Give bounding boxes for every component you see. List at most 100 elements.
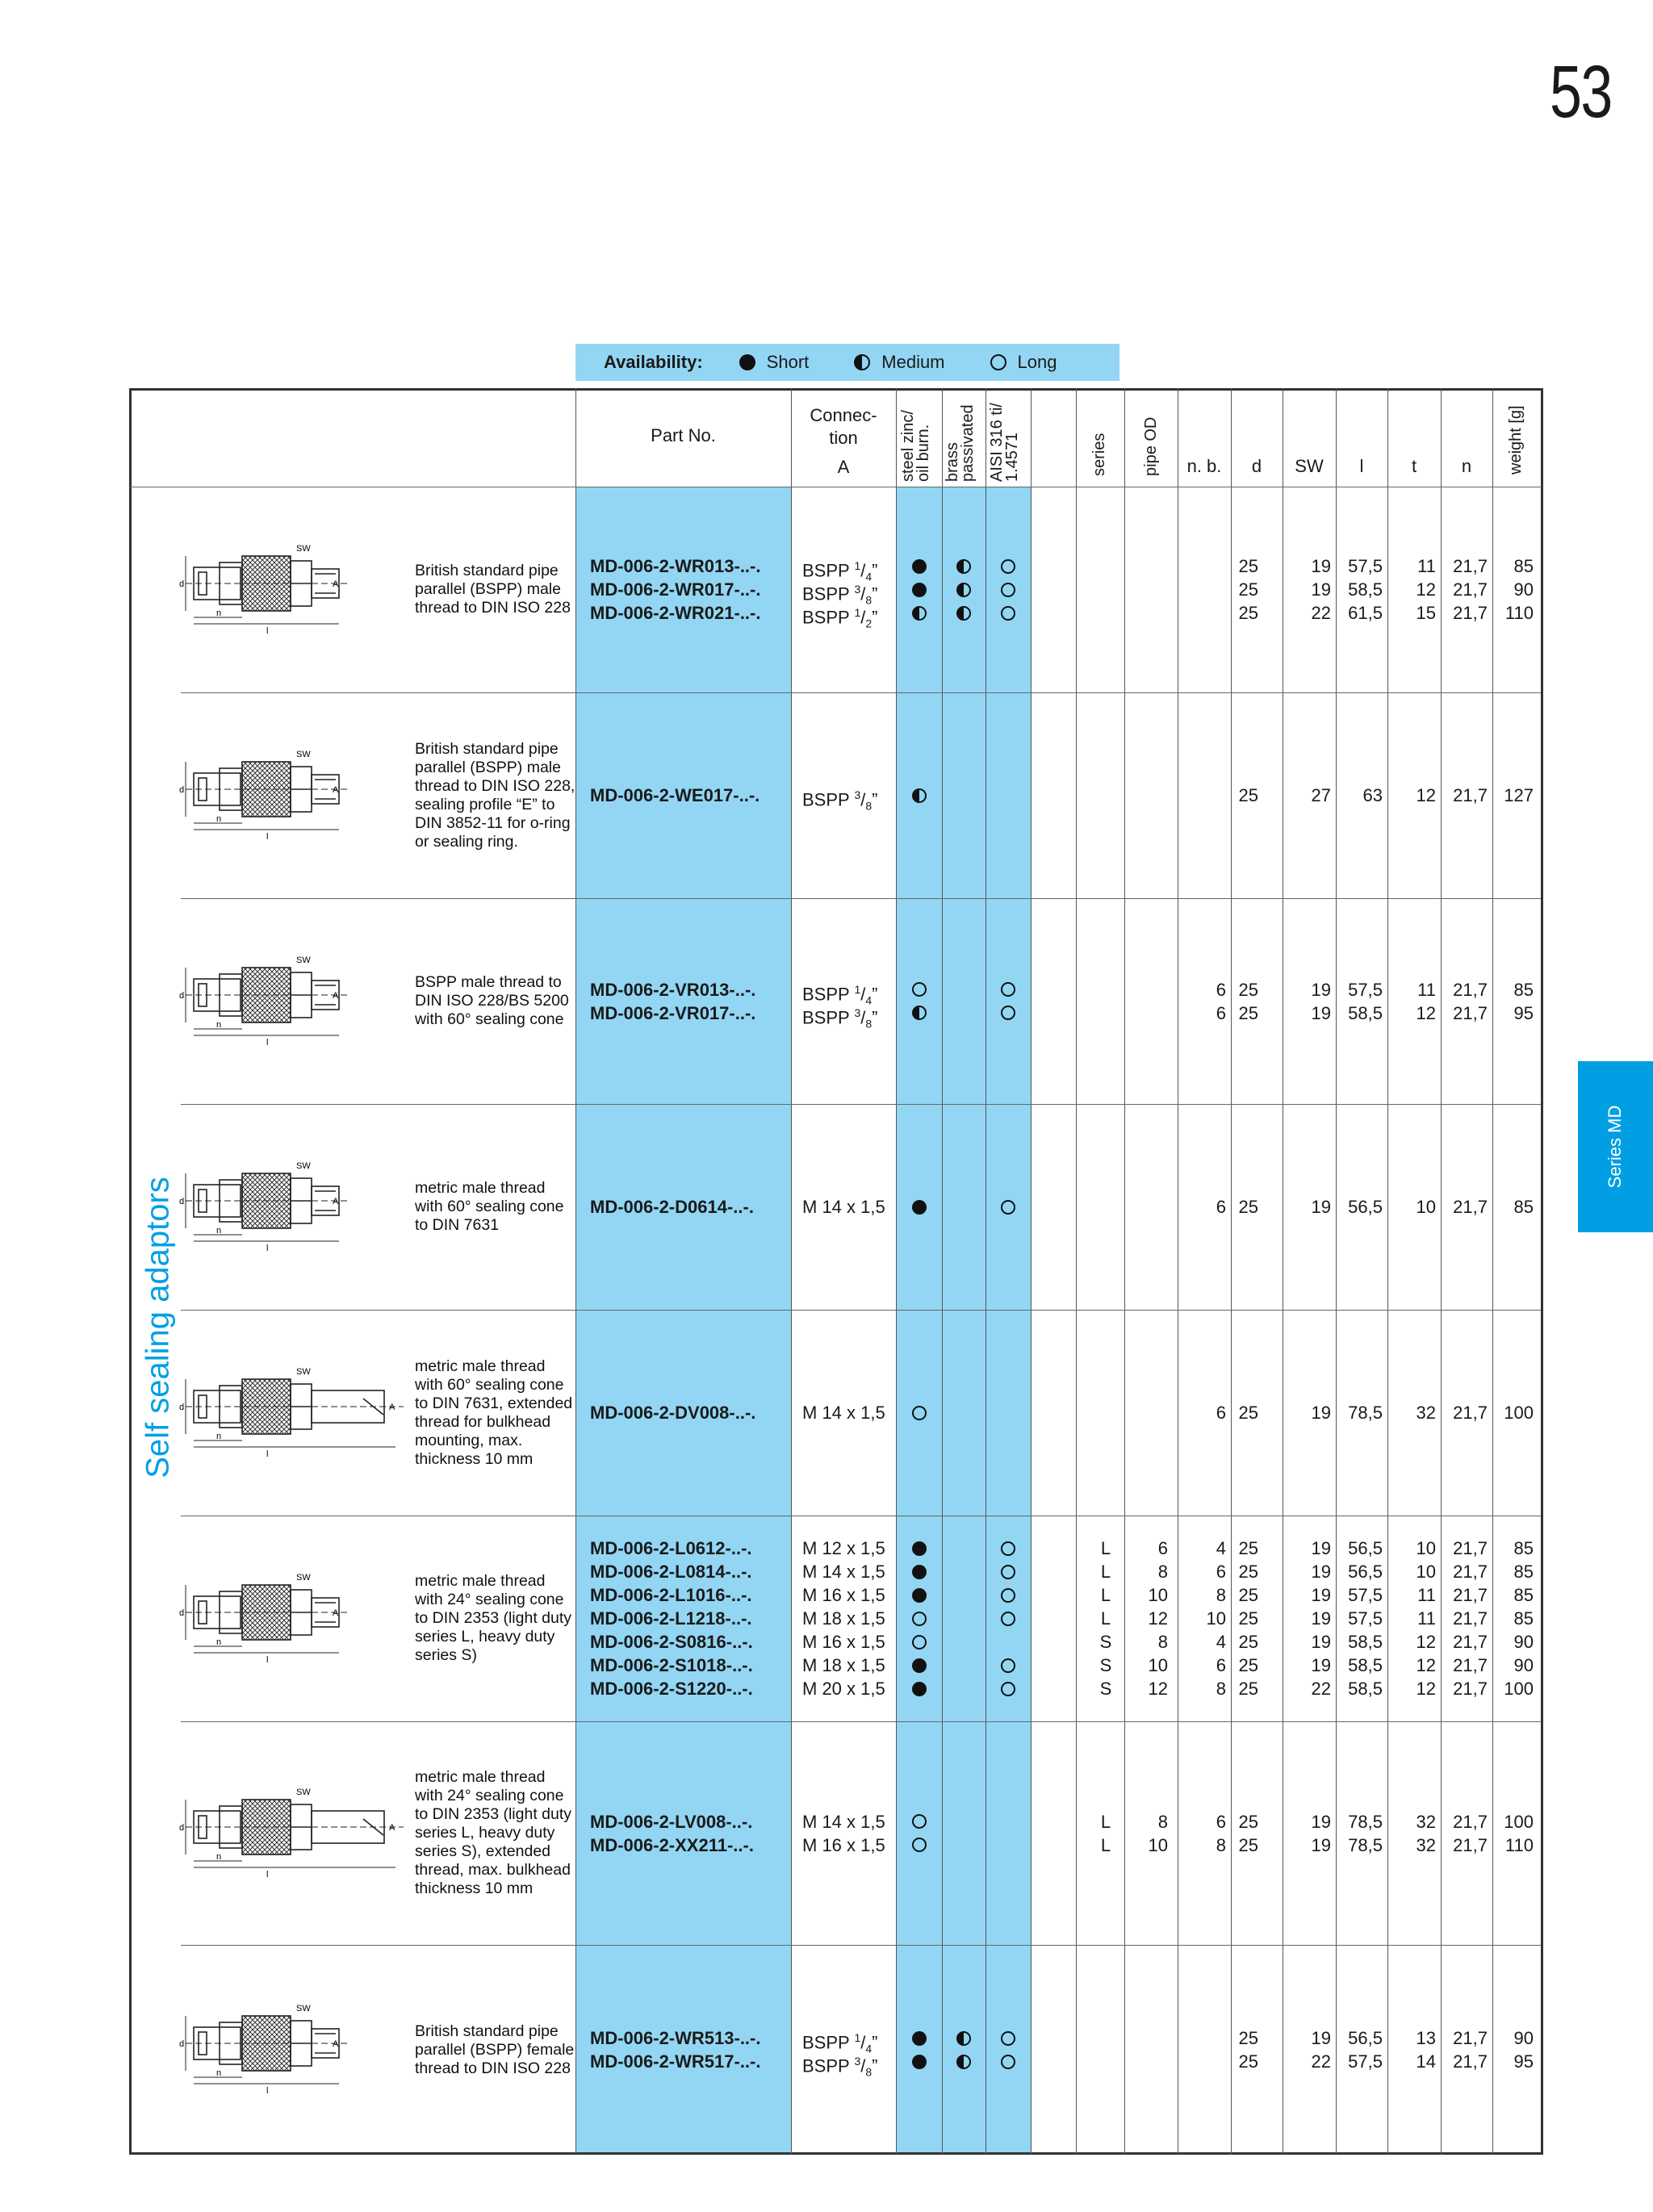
aisi-availability: [996, 1537, 1020, 1560]
part-number[interactable]: MD-006-2-L1218-..-.: [590, 1608, 752, 1629]
part-number[interactable]: MD-006-2-DV008-..-.: [590, 1403, 756, 1423]
wrench-size: 19: [1311, 1403, 1331, 1423]
availability-long: Long: [1017, 352, 1057, 372]
svg-text:A: A: [389, 1403, 395, 1412]
thread-size-denominator: 4: [865, 993, 873, 1007]
steel-availability: [907, 1401, 931, 1424]
half-availability-icon: [956, 558, 971, 574]
pipe-od: 8: [1157, 1811, 1168, 1832]
series: S: [1099, 1655, 1112, 1675]
length-l: 56,5: [1348, 1197, 1383, 1217]
header-steel: steel zinc/ oil burn.: [899, 410, 932, 482]
length-l: 58,5: [1348, 579, 1383, 600]
weight: 95: [1513, 1002, 1534, 1023]
thread-size-denominator: 8: [865, 1017, 873, 1031]
part-number[interactable]: MD-006-2-VR013-..-.: [590, 979, 756, 1000]
part-number[interactable]: MD-006-2-S1220-..-.: [590, 1679, 753, 1699]
part-number[interactable]: MD-006-2-VR017-..-.: [590, 1002, 756, 1023]
full-availability-icon: [911, 1199, 927, 1215]
length-n: 21,7: [1453, 1608, 1488, 1629]
part-number[interactable]: MD-006-2-WR021-..-.: [590, 603, 761, 623]
nominal-bore: 4: [1216, 1632, 1226, 1652]
aisi-availability: [996, 1001, 1020, 1025]
steel-availability: [907, 1607, 931, 1630]
half-availability-icon: [911, 1006, 927, 1020]
header-aisi: AISI 316 ti/ 1.4571: [988, 403, 1021, 482]
svg-text:A: A: [333, 2039, 339, 2049]
part-number[interactable]: MD-006-2-WR517-..-.: [590, 2051, 761, 2072]
thread-size-numerator: 1: [854, 2031, 861, 2044]
length-n: 21,7: [1453, 1585, 1488, 1605]
wrench-size: 19: [1311, 1002, 1331, 1023]
length-n: 21,7: [1453, 2051, 1488, 2072]
part-number[interactable]: MD-006-2-LV008-..-.: [590, 1811, 753, 1832]
series: L: [1100, 1834, 1111, 1855]
thread-type: BSPP: [802, 2032, 850, 2053]
group-description: metric male thread with 24° sealing cone…: [415, 1768, 572, 1897]
nominal-bore: 10: [1206, 1608, 1226, 1629]
empty-availability-icon: [1001, 982, 1015, 997]
material-columns-highlight: [896, 487, 1031, 2152]
part-number[interactable]: MD-006-2-L0612-..-.: [590, 1538, 752, 1558]
wrench-size: 19: [1311, 1608, 1331, 1629]
thread-length-t: 11: [1417, 556, 1436, 576]
column-divider: [1076, 388, 1077, 2155]
part-number[interactable]: MD-006-2-L1016-..-.: [590, 1585, 752, 1605]
part-number[interactable]: MD-006-2-S0816-..-.: [590, 1632, 753, 1652]
svg-text:n: n: [216, 1020, 221, 1030]
length-l: 56,5: [1348, 1562, 1383, 1582]
part-number[interactable]: MD-006-2-S1018-..-.: [590, 1655, 753, 1675]
part-number[interactable]: MD-006-2-WE017-..-.: [590, 785, 760, 805]
availability-legend: Availability: Short Medium Long: [575, 344, 1119, 381]
nominal-bore: 6: [1216, 1811, 1226, 1832]
short-availability-icon: [739, 354, 755, 370]
part-number[interactable]: MD-006-2-D0614-..-.: [590, 1197, 754, 1217]
nominal-bore: 8: [1216, 1679, 1226, 1699]
header-sw: SW: [1295, 456, 1324, 476]
thread-type: M 14 x 1,5: [802, 1197, 885, 1217]
thread-type: M 20 x 1,5: [802, 1679, 885, 1699]
svg-text:d: d: [179, 1197, 184, 1206]
weight: 90: [1513, 2028, 1534, 2048]
part-number[interactable]: MD-006-2-WR513-..-.: [590, 2028, 761, 2048]
svg-text:SW: SW: [296, 1573, 311, 1583]
part-number[interactable]: MD-006-2-L0814-..-.: [590, 1562, 752, 1582]
series-tab[interactable]: Series MD: [1578, 1061, 1653, 1232]
thread-type: M 12 x 1,5: [802, 1538, 885, 1558]
diameter-d: 25: [1238, 1403, 1258, 1423]
diameter-d: 25: [1238, 979, 1258, 1000]
full-availability-icon: [911, 1587, 927, 1603]
aisi-availability: [996, 578, 1020, 601]
part-number[interactable]: MD-006-2-XX211-..-.: [590, 1834, 754, 1855]
header-part-no: Part No.: [651, 425, 716, 445]
svg-text:SW: SW: [296, 544, 311, 554]
thread-size-denominator: 8: [865, 2065, 873, 2079]
steel-availability: [907, 784, 931, 807]
column-divider: [1031, 388, 1032, 2155]
thread-type: M 14 x 1,5: [802, 1811, 885, 1832]
nominal-bore: 8: [1216, 1585, 1226, 1605]
thread-length-t: 12: [1416, 1679, 1436, 1699]
nominal-bore: 6: [1216, 1655, 1226, 1675]
group-description: metric male thread with 60° sealing cone…: [415, 1179, 564, 1234]
svg-text:A: A: [333, 1197, 339, 1206]
diameter-d: 25: [1238, 579, 1258, 600]
diameter-d: 25: [1238, 1679, 1258, 1699]
header-weight: weight [g]: [1507, 405, 1525, 475]
connection-thread: BSPP 3/8”: [802, 1006, 878, 1031]
svg-text:n: n: [216, 1226, 221, 1236]
steel-availability: [907, 554, 931, 578]
part-number[interactable]: MD-006-2-WR017-..-.: [590, 579, 761, 600]
row-divider: [181, 1310, 1541, 1311]
thread-size-numerator: 3: [854, 2055, 861, 2068]
part-number[interactable]: MD-006-2-WR013-..-.: [590, 556, 761, 576]
row-divider: [181, 898, 1541, 899]
thread-type: BSPP: [802, 1006, 850, 1027]
section-title: Self sealing adaptors: [140, 1177, 176, 1478]
empty-availability-icon: [1001, 2054, 1015, 2069]
thread-type: M 14 x 1,5: [802, 1403, 885, 1423]
svg-text:n: n: [216, 1852, 221, 1862]
svg-text:d: d: [179, 579, 184, 589]
full-availability-icon: [911, 582, 927, 597]
